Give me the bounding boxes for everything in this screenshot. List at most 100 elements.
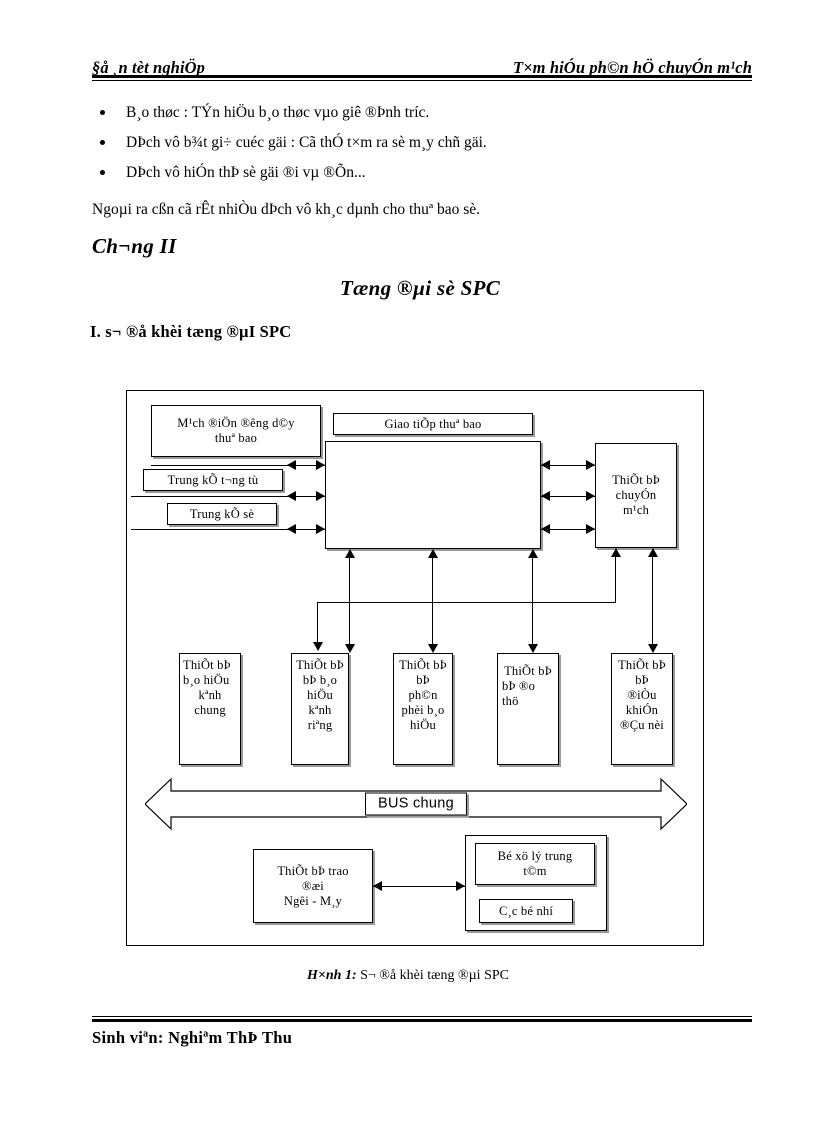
box-line: ThiÕt bÞ bbox=[504, 664, 552, 678]
box-line: kªnh bbox=[308, 703, 332, 717]
arrow-head-up bbox=[345, 549, 355, 558]
header-rule bbox=[92, 75, 752, 81]
header-left-text: §å ¸n tèt nghiÖp bbox=[92, 58, 205, 77]
box-line: t©m bbox=[523, 864, 547, 878]
connector-line-elbow-vertical-b bbox=[317, 602, 318, 644]
diagram-box-subscriber-line-circuit: M¹ch ®iÖn ®­êng d©y thuª bao bbox=[151, 405, 321, 457]
box-label: C¸c bé nhí bbox=[498, 903, 554, 918]
box-line: bÞ b¸o bbox=[302, 673, 338, 687]
connector-line-vertical-3 bbox=[532, 551, 533, 651]
box-line: kªnh bbox=[198, 688, 222, 702]
box-line: thuª bao bbox=[214, 431, 258, 445]
box-line: b¸o hiÖu bbox=[183, 673, 230, 687]
connector-line-trunk-1 bbox=[151, 465, 325, 466]
box-label: Trung kÕ sè bbox=[189, 506, 255, 521]
arrow-head-left bbox=[287, 460, 296, 470]
arrow-head-down bbox=[313, 642, 323, 651]
arrow-head-left bbox=[541, 460, 550, 470]
box-label: Giao tiÕp thuª bao bbox=[384, 416, 482, 431]
arrow-head-down bbox=[528, 644, 538, 653]
list-item: B¸o thøc : TÝn hiÖu b¸o thøc vµo giê ®Þn… bbox=[92, 98, 752, 128]
box-line: riªng bbox=[307, 718, 333, 732]
connector-line-trunk-3 bbox=[131, 529, 325, 530]
arrow-head-right bbox=[586, 491, 595, 501]
box-line: ®iÒu bbox=[627, 688, 657, 702]
connector-line-vertical-2 bbox=[432, 551, 433, 651]
arrow-head-down bbox=[345, 644, 355, 653]
chapter-heading: Ch­¬ng II bbox=[92, 234, 177, 258]
footer-rule-thin bbox=[92, 1016, 752, 1017]
box-line: Ng­êi - M¸y bbox=[283, 893, 343, 908]
diagram-box-analog-trunk: Trung kÕ t­¬ng tù bbox=[143, 469, 283, 491]
box-line: ThiÕt bÞ bbox=[183, 658, 231, 672]
diagram-box-separate-channel-signaling: ThiÕt bÞ bÞ b¸o hiÖu kªnh riªng bbox=[291, 653, 349, 765]
box-line: bÞ bbox=[416, 673, 430, 687]
box-line: m¹ch bbox=[622, 503, 650, 517]
arrow-head-down bbox=[648, 644, 658, 653]
diagram-box-internal-control: ThiÕt bÞ bÞ ®iÒu khiÓn ®Çu nèi bbox=[611, 653, 673, 765]
box-line: chung bbox=[194, 703, 226, 717]
diagram-box-signal-distribution: ThiÕt bÞ bÞ ph©n phèi b¸o hiÖu bbox=[393, 653, 453, 765]
arrow-head-right bbox=[586, 524, 595, 534]
diagram-box-central-processor: Bé xö lý trung t©m bbox=[475, 843, 595, 885]
diagram-box-test-equipment: ThiÕt bÞ bÞ ®o thö bbox=[497, 653, 559, 765]
bullet-dot-icon bbox=[100, 140, 105, 145]
box-line: khiÓn bbox=[625, 703, 659, 717]
diagram-box-common-channel-signaling: ThiÕt bÞ b¸o hiÖu kªnh chung bbox=[179, 653, 241, 765]
diagram-box-memories: C¸c bé nhí bbox=[479, 899, 573, 923]
diagram-box-central-interface bbox=[325, 441, 541, 549]
connector-line-terminal-processor bbox=[373, 886, 465, 887]
bus-label: BUS chung bbox=[364, 792, 468, 816]
diagram-box-exchange-terminal: ThiÕt bÞ trao ®æi Ng­êi - M¸y bbox=[253, 849, 373, 923]
arrow-head-left bbox=[541, 491, 550, 501]
arrow-head-right bbox=[586, 460, 595, 470]
box-line: ThiÕt bÞ bbox=[618, 658, 666, 672]
list-item: DÞch vô b¾t gi÷ cuéc gäi : Cã thÓ t×m ra… bbox=[92, 128, 752, 158]
list-item: DÞch vô hiÓn thÞ sè gäi ®i vµ ®Õn... bbox=[92, 158, 752, 188]
running-header: §å ¸n tèt nghiÖp T×m hiÓu ph©n hÖ chuyÓn… bbox=[92, 52, 752, 78]
figure-caption-text: S¬ ®å khèi tæng ®µi SPC bbox=[356, 968, 509, 983]
box-line: M¹ch ®iÖn ®­êng d©y bbox=[177, 416, 295, 430]
box-line: ®Çu nèi bbox=[620, 718, 664, 732]
diagram-bus-bar: BUS chung bbox=[144, 773, 688, 835]
arrow-head-left bbox=[287, 524, 296, 534]
box-line: hiÖu bbox=[307, 688, 333, 702]
box-line: ThiÕt bÞ bbox=[399, 658, 447, 672]
arrow-head-up bbox=[528, 549, 538, 558]
body-paragraph: Ngoµi ra cßn cã rÊt nhiÒu dÞch vô kh¸c d… bbox=[92, 201, 481, 218]
arrow-head-left bbox=[373, 881, 382, 891]
box-line: ph©n bbox=[408, 688, 438, 702]
diagram-box-subscriber-interface: Giao tiÕp thuª bao bbox=[333, 413, 533, 435]
box-line: chuyÓn bbox=[615, 488, 657, 502]
box-line: phèi b¸o bbox=[401, 703, 445, 717]
box-line: ®æi bbox=[302, 878, 324, 893]
connector-line-vertical-4 bbox=[652, 550, 653, 651]
box-line: bÞ ®o bbox=[502, 679, 536, 693]
block-diagram: M¹ch ®iÖn ®­êng d©y thuª bao Trung kÕ t­… bbox=[126, 390, 704, 946]
header-rule-thin bbox=[92, 79, 752, 81]
figure-caption: H×nh 1: S¬ ®å khèi tæng ®µi SPC bbox=[0, 968, 816, 984]
arrow-head-down bbox=[428, 644, 438, 653]
box-line: thö bbox=[502, 694, 519, 708]
bullet-list: B¸o thøc : TÝn hiÖu b¸o thøc vµo giê ®Þn… bbox=[92, 98, 752, 188]
diagram-box-switching-equipment: ThiÕt bÞ chuyÓn m¹ch bbox=[595, 443, 677, 548]
connector-line-switch-2 bbox=[541, 496, 595, 497]
arrow-head-right bbox=[456, 881, 465, 891]
arrow-head-right bbox=[316, 524, 325, 534]
bullet-dot-icon bbox=[100, 110, 105, 115]
arrow-head-left bbox=[541, 524, 550, 534]
header-right-text: T×m hiÓu ph©n hÖ chuyÓn m¹ch bbox=[513, 58, 752, 77]
box-line: hiÖu bbox=[410, 718, 436, 732]
diagram-box-digital-trunk: Trung kÕ sè bbox=[167, 503, 277, 525]
arrow-head-left bbox=[287, 491, 296, 501]
list-item-text: B¸o thøc : TÝn hiÖu b¸o thøc vµo giê ®Þn… bbox=[126, 104, 430, 121]
arrow-head-right bbox=[316, 460, 325, 470]
footer-text: Sinh viªn: Nghiªm ThÞ Thu bbox=[92, 1028, 293, 1047]
box-line: ThiÕt bÞ trao bbox=[277, 863, 349, 878]
connector-line-vertical-1 bbox=[349, 551, 350, 651]
figure-caption-label: H×nh 1: bbox=[307, 968, 357, 983]
box-line: ThiÕt bÞ bbox=[296, 658, 344, 672]
connector-line-elbow-vertical-a bbox=[615, 550, 616, 602]
section-heading: I. s¬ ®å khèi tæng ®µI SPC bbox=[90, 322, 292, 341]
